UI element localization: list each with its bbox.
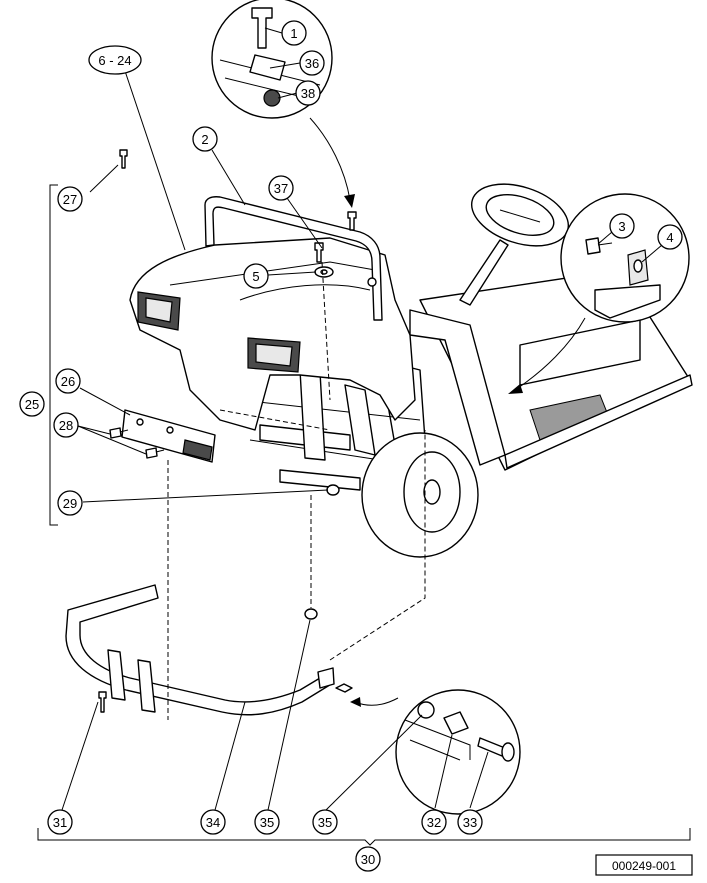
brackets — [37, 184, 691, 846]
figure-id: 000249-001 — [612, 859, 676, 873]
callout-label: 34 — [206, 815, 220, 830]
callout-label: 3 — [618, 219, 625, 234]
callout-28: 28 — [53, 412, 79, 438]
callout-6-24: 6 - 24 — [88, 45, 142, 75]
callout-4: 4 — [657, 224, 683, 250]
callout-label: 25 — [25, 397, 39, 412]
detail-bottom-right — [395, 689, 521, 815]
callout-37: 37 — [268, 175, 294, 201]
front-bumper — [65, 584, 335, 716]
callout-33: 33 — [457, 809, 483, 835]
figure-reference: 000249-001 — [595, 854, 693, 876]
callout-label: 6 - 24 — [98, 53, 131, 68]
callout-label: 35 — [260, 815, 274, 830]
callout-35-right: 35 — [312, 809, 338, 835]
callout-36: 36 — [299, 50, 325, 76]
callout-label: 35 — [318, 815, 332, 830]
grille — [121, 409, 216, 463]
callout-label: 30 — [361, 852, 375, 867]
callout-label: 4 — [666, 230, 673, 245]
callout-label: 5 — [252, 269, 259, 284]
callout-27: 27 — [57, 186, 83, 212]
leader-lines — [61, 27, 663, 811]
callout-30: 30 — [355, 846, 381, 872]
callout-label: 36 — [305, 56, 319, 71]
callout-38: 38 — [295, 80, 321, 106]
callout-5: 5 — [243, 263, 269, 289]
callout-label: 38 — [301, 86, 315, 101]
front-cowl — [129, 237, 416, 431]
grab-bar — [204, 196, 383, 321]
assembly-lines — [167, 261, 426, 720]
callout-label: 26 — [61, 374, 75, 389]
callout-label: 28 — [59, 418, 73, 433]
callout-25: 25 — [19, 391, 45, 417]
hardware — [98, 149, 357, 713]
callout-label: 33 — [463, 815, 477, 830]
callout-35-center: 35 — [254, 809, 280, 835]
callout-2: 2 — [192, 126, 218, 152]
callout-31: 31 — [47, 809, 73, 835]
detail-right — [560, 193, 690, 323]
callout-label: 37 — [274, 181, 288, 196]
callout-34: 34 — [200, 809, 226, 835]
callout-label: 2 — [201, 132, 208, 147]
callout-32: 32 — [421, 809, 447, 835]
callout-29: 29 — [57, 490, 83, 516]
callout-label: 31 — [53, 815, 67, 830]
callout-26: 26 — [55, 368, 81, 394]
arrows — [309, 117, 586, 707]
callout-label: 29 — [63, 496, 77, 511]
callout-1: 1 — [281, 20, 307, 46]
callout-3: 3 — [609, 213, 635, 239]
callout-label: 1 — [290, 26, 297, 41]
callout-label: 27 — [63, 192, 77, 207]
callout-label: 32 — [427, 815, 441, 830]
